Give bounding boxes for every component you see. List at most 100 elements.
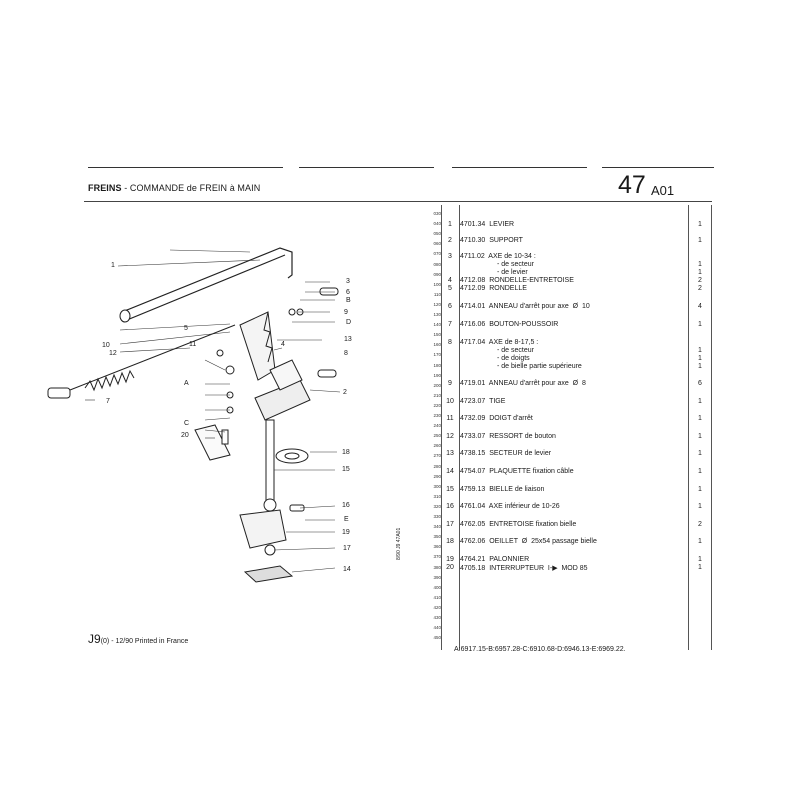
header-rule [299, 167, 434, 168]
header-rule [602, 167, 714, 168]
callout-2: 2 [343, 389, 347, 396]
line-code: 340 [433, 524, 441, 530]
callout-3: 3 [346, 278, 350, 285]
line-code: 040 [433, 221, 441, 227]
part-quantity: 1 [698, 269, 702, 276]
part-index: 5 [448, 285, 452, 292]
callout-14: 14 [343, 566, 351, 573]
part-quantity: 1 [698, 355, 702, 362]
line-code: 260 [433, 443, 441, 449]
part-quantity: 1 [698, 398, 702, 405]
line-code: 320 [433, 503, 441, 509]
part-description: 4759.13 BIELLE de liaison [460, 486, 545, 493]
callout-9: 9 [344, 309, 348, 316]
callout-7: 7 [106, 398, 110, 405]
part-index: 18 [446, 538, 454, 545]
part-description: - de secteur [497, 261, 534, 268]
part-quantity: 1 [698, 347, 702, 354]
line-code: 030 [433, 211, 441, 216]
part-description: 4714.01 ANNEAU d'arrêt pour axe Ø 10 [460, 303, 590, 310]
part-description: 4762.06 OEILLET Ø 25x54 passage bielle [460, 538, 597, 545]
line-code: 120 [433, 301, 441, 307]
part-index: 14 [446, 468, 454, 475]
part-index: 10 [446, 398, 454, 405]
line-code: 110 [433, 291, 441, 297]
part-description: 4754.07 PLAQUETTE fixation câble [460, 468, 574, 475]
page-suffix: A01 [651, 183, 675, 198]
line-code: 160 [433, 342, 441, 348]
line-code: 350 [433, 534, 441, 540]
part-index: 12 [446, 433, 454, 440]
column-divider [711, 205, 712, 650]
part-quantity: 1 [698, 415, 702, 422]
part-quantity: 1 [698, 564, 702, 571]
line-code: 150 [433, 332, 441, 338]
page-title: FREINS - COMMANDE de FREIN à MAIN [88, 183, 261, 193]
line-code: 330 [433, 514, 441, 519]
header-rule [88, 167, 283, 168]
brake-diagram [47, 247, 341, 583]
line-code: 140 [433, 322, 441, 328]
part-index: 6 [448, 303, 452, 310]
part-quantity: 1 [698, 468, 702, 475]
line-code: 060 [433, 241, 441, 247]
line-code: 070 [433, 251, 441, 257]
callout-6: 6 [346, 289, 350, 296]
line-code: 200 [433, 382, 441, 388]
line-code: 380 [433, 564, 441, 570]
part-quantity: 2 [698, 521, 702, 528]
line-code: 210 [433, 392, 441, 398]
part-index: 11 [446, 415, 454, 422]
part-index: 17 [446, 521, 454, 528]
line-code: 230 [433, 413, 441, 418]
line-code: 250 [433, 433, 441, 439]
part-quantity: 1 [698, 538, 702, 545]
part-description: 4712.08 RONDELLE-ENTRETOISE [460, 277, 574, 284]
part-quantity: 1 [698, 221, 702, 228]
page-number: 47 [618, 171, 646, 199]
part-index: 15 [446, 486, 454, 493]
callout-C: C [184, 420, 190, 427]
part-description: - de bielle partie supérieure [497, 363, 582, 370]
callout-15: 15 [342, 466, 350, 473]
line-code: 360 [433, 544, 441, 550]
part-quantity: 1 [698, 503, 702, 510]
part-description: 4710.30 SUPPORT [460, 237, 523, 244]
part-quantity: 1 [698, 486, 702, 493]
callout-20: 20 [181, 432, 189, 439]
callout-11: 11 [189, 341, 197, 348]
part-description: 4705.18 INTERRUPTEUR I-▶ MOD 85 [460, 565, 588, 572]
part-description: 4762.05 ENTRETOISE fixation bielle [460, 521, 577, 528]
callout-10: 10 [102, 342, 110, 349]
part-description: 4764.21 PALONNIER [460, 556, 530, 563]
callout-B: B [346, 297, 351, 304]
line-code: 430 [433, 615, 441, 620]
part-description: 4716.06 BOUTON-POUSSOIR [460, 321, 559, 328]
column-divider [459, 205, 460, 650]
callout-12: 12 [109, 350, 117, 357]
part-description: 4761.04 AXE inférieur de 10-26 [460, 503, 560, 510]
header-divider [84, 201, 712, 202]
part-description: 4732.09 DOIGT d'arrêt [460, 415, 533, 422]
part-quantity: 1 [698, 237, 702, 244]
line-code: 170 [433, 352, 441, 358]
part-quantity: 2 [698, 285, 702, 292]
part-index: 20 [446, 564, 454, 571]
line-code: 410 [433, 594, 441, 600]
line-code: 050 [433, 231, 441, 237]
line-code: 390 [433, 574, 441, 580]
line-code: 440 [433, 625, 441, 631]
part-description: - de levier [497, 269, 528, 276]
part-index: 3 [448, 253, 452, 260]
callout-1: 1 [111, 262, 115, 269]
line-code: 220 [433, 402, 441, 408]
reference-codes: A:6917.15-B:6957.28-C:6910.68-D:6946.13-… [454, 646, 626, 653]
part-index: 19 [446, 556, 454, 563]
callout-8: 8 [344, 350, 348, 357]
part-quantity: 1 [698, 321, 702, 328]
part-description: 4717.04 AXE de 8-17,5 : [460, 339, 539, 346]
part-index: 13 [446, 450, 454, 457]
line-code: 300 [433, 483, 441, 489]
part-index: 8 [448, 339, 452, 346]
line-code: 420 [433, 604, 441, 610]
